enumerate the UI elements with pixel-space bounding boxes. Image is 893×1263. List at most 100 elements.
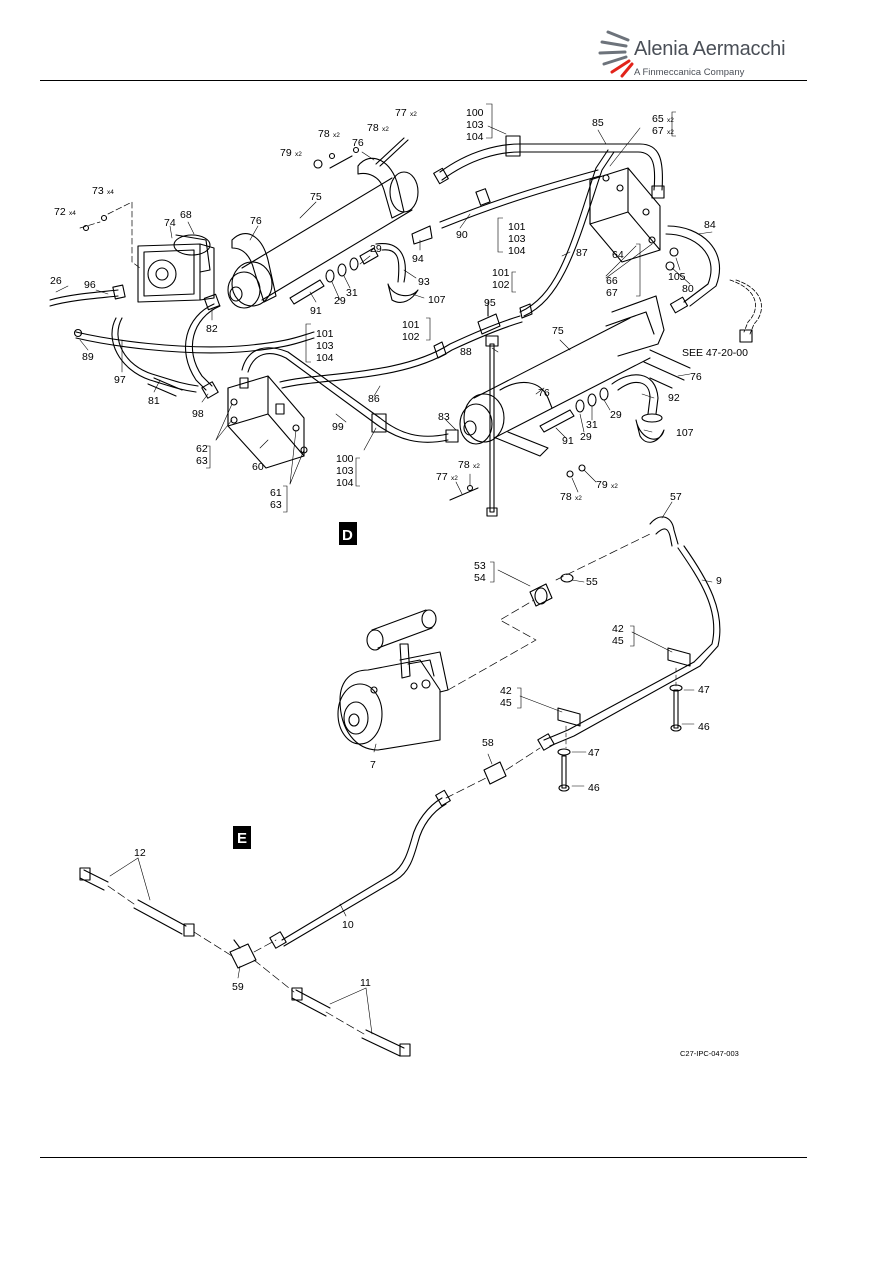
callout: 100 (336, 453, 354, 465)
callout: 53 (474, 560, 486, 572)
view-d-label: D (342, 527, 353, 544)
motor-bracket-assembly (137, 234, 215, 303)
valve-block-60 (227, 375, 308, 469)
callout: 74 (164, 217, 176, 229)
callout: 54 (474, 572, 486, 584)
callouts: 26 96 89 97 81 98 72 x4 73 x4 74 68 76 7… (50, 107, 722, 993)
callout: 95 (484, 297, 496, 309)
callout: 86 (368, 393, 380, 405)
callout: 31 (346, 287, 358, 299)
callout: 72 (54, 206, 66, 218)
callout: 78 (458, 459, 470, 471)
callout: 78 (367, 122, 379, 134)
callout: 77 (395, 107, 407, 119)
figure-reference: C27-IPC-047-003 (680, 1049, 739, 1058)
callout: 101 (508, 221, 526, 233)
callout-qty: x2 (295, 151, 302, 158)
callout: 104 (508, 245, 526, 257)
callout: 73 (92, 185, 104, 197)
callout: 100 (466, 107, 484, 119)
callout: 63 (270, 499, 282, 511)
callout: 90 (456, 229, 468, 241)
callout: 99 (332, 421, 344, 433)
callout: 107 (676, 427, 694, 439)
callout-qty: x4 (107, 189, 114, 196)
callout: 76 (352, 137, 364, 149)
callout: 104 (466, 131, 484, 143)
callout: 47 (698, 684, 710, 696)
callout: 45 (500, 697, 512, 709)
callout: 59 (232, 981, 244, 993)
callout: 42 (500, 685, 512, 697)
callout: 67 (652, 125, 664, 137)
callout: 64 (612, 249, 624, 261)
callout: 77 (436, 471, 448, 483)
callout: 83 (438, 411, 450, 423)
callout: 103 (316, 340, 334, 352)
view-e-assembly (79, 789, 451, 1057)
callout: 107 (428, 294, 446, 306)
callout: 85 (592, 117, 604, 129)
callout: 62 (196, 443, 208, 455)
cylinder-75-lower (459, 295, 691, 457)
callout: 75 (310, 191, 322, 203)
callout: 94 (412, 253, 424, 265)
callout: 46 (698, 721, 710, 733)
callout-qty: x2 (611, 483, 618, 490)
callout-qty: x2 (667, 129, 674, 136)
callout: 57 (670, 491, 682, 503)
callout: 101 (402, 319, 420, 331)
callout: 29 (580, 431, 592, 443)
callout: 76 (538, 387, 550, 399)
callout: 60 (252, 461, 264, 473)
callout: 103 (466, 119, 484, 131)
callout: 91 (310, 305, 322, 317)
callout: 67 (606, 287, 618, 299)
callout: 87 (576, 247, 588, 259)
callout-qty: x2 (451, 475, 458, 482)
callout: 58 (482, 737, 494, 749)
callout: 81 (148, 395, 160, 407)
callout-qty: x2 (382, 126, 389, 133)
callout: 101 (492, 267, 510, 279)
callout: 80 (682, 283, 694, 295)
callout-qty: x2 (575, 495, 582, 502)
callout: 11 (360, 977, 371, 989)
callout: 29 (370, 243, 382, 255)
callout: 84 (704, 219, 716, 231)
callout: 82 (206, 323, 218, 335)
callout: 75 (552, 325, 564, 337)
callout: 91 (562, 435, 574, 447)
callout: 10 (342, 919, 354, 931)
callout: 89 (82, 351, 94, 363)
callout: 78 (318, 128, 330, 140)
callout-qty: x4 (69, 210, 76, 217)
callout: 96 (84, 279, 96, 291)
callout: 102 (402, 331, 420, 343)
callout: 65 (652, 113, 664, 125)
callout: 98 (192, 408, 204, 420)
view-e-label: E (237, 830, 247, 847)
callout: 45 (612, 635, 624, 647)
callout: 29 (334, 295, 346, 307)
callout: 63 (196, 455, 208, 467)
callout: 42 (612, 623, 624, 635)
callout: 12 (134, 847, 146, 859)
callout: 76 (250, 215, 262, 227)
callout: 46 (588, 782, 600, 794)
callout: 9 (716, 575, 722, 587)
valve-block-64 (589, 167, 661, 263)
callout: 31 (586, 419, 598, 431)
view-d-assembly (337, 609, 449, 751)
callout: 68 (180, 209, 192, 221)
callout: 103 (336, 465, 354, 477)
callout: 88 (460, 346, 472, 358)
callout: 104 (316, 352, 334, 364)
brand-name: Alenia Aermacchi (634, 38, 786, 60)
callout: 7 (370, 759, 376, 771)
header-rule (40, 80, 807, 81)
callout: 76 (690, 371, 702, 383)
callout-qty: x2 (473, 463, 480, 470)
callout: 104 (336, 477, 354, 489)
